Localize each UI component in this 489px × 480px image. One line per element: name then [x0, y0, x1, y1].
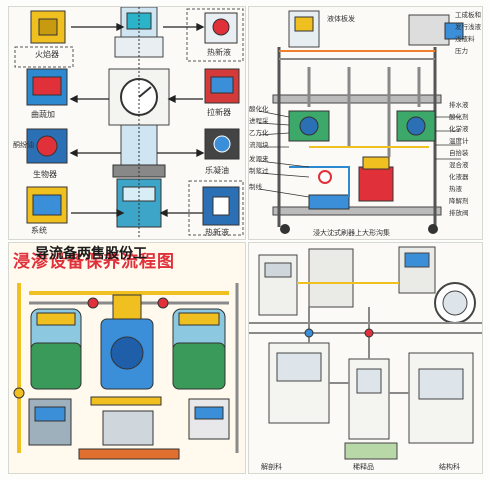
panel-colored-equipment: 浸渗设备保养流程图 导流备两售股份工: [8, 242, 246, 474]
label-9: 酮纷油: [13, 140, 34, 149]
left-label-6: 制浆过: [249, 166, 269, 175]
left-label-7: 制线: [249, 182, 263, 191]
label-3: 生物器: [33, 169, 57, 179]
panel-process-flow-blue: 火焰器 曲蔬加 生物器 系统 热新液 拉新器 乐凝油 热新液 酮纷油: [8, 6, 246, 240]
label-2: 曲蔬加: [31, 109, 55, 119]
list-item-2: 酸化剂: [449, 112, 469, 121]
piping-layout-drawing: 解剖科 稀释品 结构科: [249, 246, 482, 471]
label-7: 乐凝油: [205, 165, 229, 175]
left-label-5: 发源来: [249, 154, 269, 163]
list-item-7: 化液器: [449, 172, 469, 181]
label-1: 火焰器: [35, 49, 59, 59]
label-8: 热新液: [205, 227, 229, 237]
label-4: 系统: [31, 225, 47, 235]
label-5: 热新液: [207, 47, 231, 57]
list-item-6: 混合液: [449, 160, 469, 169]
left-label-1: 酸化化: [249, 104, 269, 113]
list-item-8: 热液: [449, 184, 463, 193]
right-label-4: 压力: [455, 46, 468, 55]
right-label-3: 浅液料: [455, 34, 475, 43]
right-label-2: 发行浅液: [455, 22, 482, 31]
label-6: 拉新器: [207, 107, 231, 117]
bottom-label-3: 结构科: [439, 462, 460, 471]
process-flow-drawing: 火焰器 曲蔬加 生物器 系统 热新液 拉新器 乐凝油 热新液 酮纷油: [13, 7, 244, 239]
panel-piping-layout: 解剖科 稀释品 结构科: [248, 242, 483, 474]
list-item-9: 降解剂: [449, 196, 469, 205]
left-label-2: 进程采: [249, 116, 269, 125]
equipment-frame-drawing: 液体板发 工成板和 发行浅液 浅液料 压力 酸化化 进程采 乙方化 流测块 发源…: [249, 10, 482, 237]
right-label-1: 工成板和: [455, 10, 481, 19]
colored-equipment-drawing: [13, 283, 239, 460]
bottom-label-2: 稀释品: [353, 462, 374, 471]
page-title: 浸渗设备保养流程图: [13, 252, 175, 272]
left-label-4: 流测块: [249, 140, 269, 149]
bottom-caption: 浸大沈式刷器上大形沟集: [313, 228, 390, 237]
top-note: 液体板发: [327, 14, 355, 23]
left-label-3: 乙方化: [249, 128, 269, 137]
list-item-3: 化学液: [449, 124, 469, 133]
list-item-4: 温度计: [449, 136, 469, 145]
bottom-label-1: 解剖科: [261, 462, 282, 471]
list-item-10: 排放阀: [449, 208, 469, 217]
list-item-1: 排水液: [449, 100, 469, 109]
page-subtitle: 导流备两售股份工: [35, 246, 147, 262]
panel-equipment-frame: 液体板发 工成板和 发行浅液 浅液料 压力 酸化化 进程采 乙方化 流测块 发源…: [248, 6, 483, 240]
list-item-5: 自拾装: [449, 148, 469, 157]
